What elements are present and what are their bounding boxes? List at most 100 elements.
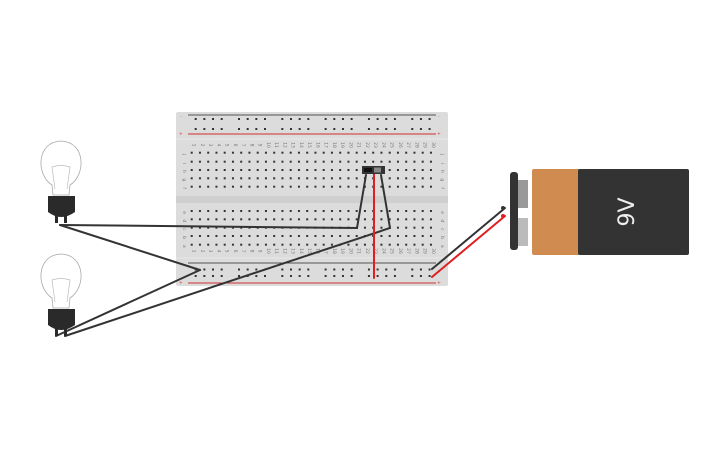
breadboard-hole[interactable] (396, 226, 399, 229)
breadboard-hole[interactable] (405, 169, 408, 171)
breadboard-hole[interactable] (264, 218, 267, 221)
breadboard-hole[interactable] (190, 177, 193, 180)
breadboard-hole[interactable] (388, 243, 391, 246)
breadboard-hole[interactable] (281, 268, 284, 271)
breadboard-hole[interactable] (223, 243, 226, 246)
breadboard-hole[interactable] (376, 128, 379, 130)
breadboard-hole[interactable] (207, 218, 210, 221)
breadboard-hole[interactable] (396, 218, 399, 221)
breadboard-hole[interactable] (388, 151, 391, 154)
breadboard-hole[interactable] (190, 169, 193, 171)
breadboard-hole[interactable] (324, 268, 327, 271)
breadboard-hole[interactable] (264, 235, 267, 237)
breadboard-hole[interactable] (231, 177, 234, 180)
breadboard-hole[interactable] (363, 226, 366, 229)
breadboard-hole[interactable] (355, 151, 358, 154)
battery-black-lead[interactable] (431, 207, 506, 270)
breadboard-hole[interactable] (306, 160, 309, 163)
breadboard-hole[interactable] (223, 185, 226, 188)
breadboard-hole[interactable] (281, 218, 284, 221)
breadboard-hole[interactable] (240, 160, 243, 163)
breadboard-hole[interactable] (289, 275, 292, 277)
breadboard-hole[interactable] (355, 243, 358, 246)
breadboard-hole[interactable] (289, 243, 292, 246)
breadboard-hole[interactable] (428, 128, 431, 130)
breadboard-hole[interactable] (396, 160, 399, 163)
breadboard-hole[interactable] (380, 210, 383, 212)
breadboard-hole[interactable] (393, 128, 396, 130)
breadboard-hole[interactable] (190, 210, 193, 212)
breadboard-hole[interactable] (190, 243, 193, 246)
breadboard-hole[interactable] (297, 151, 300, 154)
breadboard-hole[interactable] (405, 210, 408, 212)
breadboard-hole[interactable] (330, 185, 333, 188)
breadboard-hole[interactable] (421, 185, 424, 188)
breadboard-hole[interactable] (298, 268, 301, 271)
breadboard-hole[interactable] (231, 218, 234, 221)
breadboard-hole[interactable] (240, 218, 243, 221)
breadboard-hole[interactable] (330, 235, 333, 237)
breadboard-hole[interactable] (380, 218, 383, 221)
breadboard-hole[interactable] (281, 128, 284, 130)
breadboard-hole[interactable] (393, 275, 396, 277)
breadboard-hole[interactable] (306, 185, 309, 188)
breadboard-hole[interactable] (388, 177, 391, 180)
breadboard-hole[interactable] (376, 275, 379, 277)
breadboard-hole[interactable] (255, 268, 258, 271)
breadboard-hole[interactable] (396, 151, 399, 154)
breadboard-hole[interactable] (330, 218, 333, 221)
breadboard-hole[interactable] (248, 218, 251, 221)
breadboard-hole[interactable] (198, 169, 201, 171)
breadboard-hole[interactable] (324, 118, 327, 120)
breadboard-hole[interactable] (264, 185, 267, 188)
breadboard-hole[interactable] (194, 275, 197, 277)
breadboard-hole[interactable] (256, 210, 259, 212)
breadboard-hole[interactable] (194, 128, 197, 130)
breadboard-hole[interactable] (405, 218, 408, 221)
breadboard-hole[interactable] (413, 160, 416, 163)
breadboard-hole[interactable] (231, 235, 234, 237)
breadboard-hole[interactable] (350, 118, 353, 120)
breadboard-hole[interactable] (255, 118, 258, 120)
breadboard-hole[interactable] (264, 151, 267, 154)
breadboard-hole[interactable] (314, 243, 317, 246)
breadboard-hole[interactable] (330, 160, 333, 163)
breadboard-hole[interactable] (256, 235, 259, 237)
breadboard-hole[interactable] (330, 151, 333, 154)
breadboard-hole[interactable] (273, 160, 276, 163)
breadboard-hole[interactable] (240, 185, 243, 188)
breadboard-hole[interactable] (281, 169, 284, 171)
breadboard-hole[interactable] (297, 235, 300, 237)
breadboard-hole[interactable] (212, 268, 215, 271)
breadboard-hole[interactable] (297, 160, 300, 163)
breadboard-hole[interactable] (413, 177, 416, 180)
breadboard-hole[interactable] (347, 151, 350, 154)
breadboard-hole[interactable] (341, 118, 344, 120)
breadboard-hole[interactable] (212, 128, 215, 130)
breadboard-hole[interactable] (240, 177, 243, 180)
breadboard-hole[interactable] (281, 118, 284, 120)
breadboard-hole[interactable] (298, 128, 301, 130)
breadboard-hole[interactable] (306, 151, 309, 154)
breadboard-hole[interactable] (215, 160, 218, 163)
breadboard-hole[interactable] (289, 177, 292, 180)
breadboard-hole[interactable] (273, 235, 276, 237)
breadboard-hole[interactable] (207, 243, 210, 246)
breadboard-hole[interactable] (273, 210, 276, 212)
breadboard-hole[interactable] (429, 235, 432, 237)
breadboard-hole[interactable] (376, 118, 379, 120)
breadboard-hole[interactable] (385, 275, 388, 277)
breadboard-hole[interactable] (248, 210, 251, 212)
breadboard-hole[interactable] (421, 210, 424, 212)
breadboard-hole[interactable] (421, 243, 424, 246)
breadboard-hole[interactable] (306, 218, 309, 221)
breadboard-hole[interactable] (380, 151, 383, 154)
breadboard-hole[interactable] (289, 169, 292, 171)
wire-top-bulb-to-rail[interactable] (59, 224, 201, 271)
breadboard-hole[interactable] (385, 118, 388, 120)
breadboard-hole[interactable] (396, 210, 399, 212)
breadboard-hole[interactable] (405, 235, 408, 237)
breadboard-hole[interactable] (198, 160, 201, 163)
breadboard-hole[interactable] (264, 275, 266, 277)
wire-switch-right-to-bottom-bulb[interactable] (64, 174, 392, 337)
